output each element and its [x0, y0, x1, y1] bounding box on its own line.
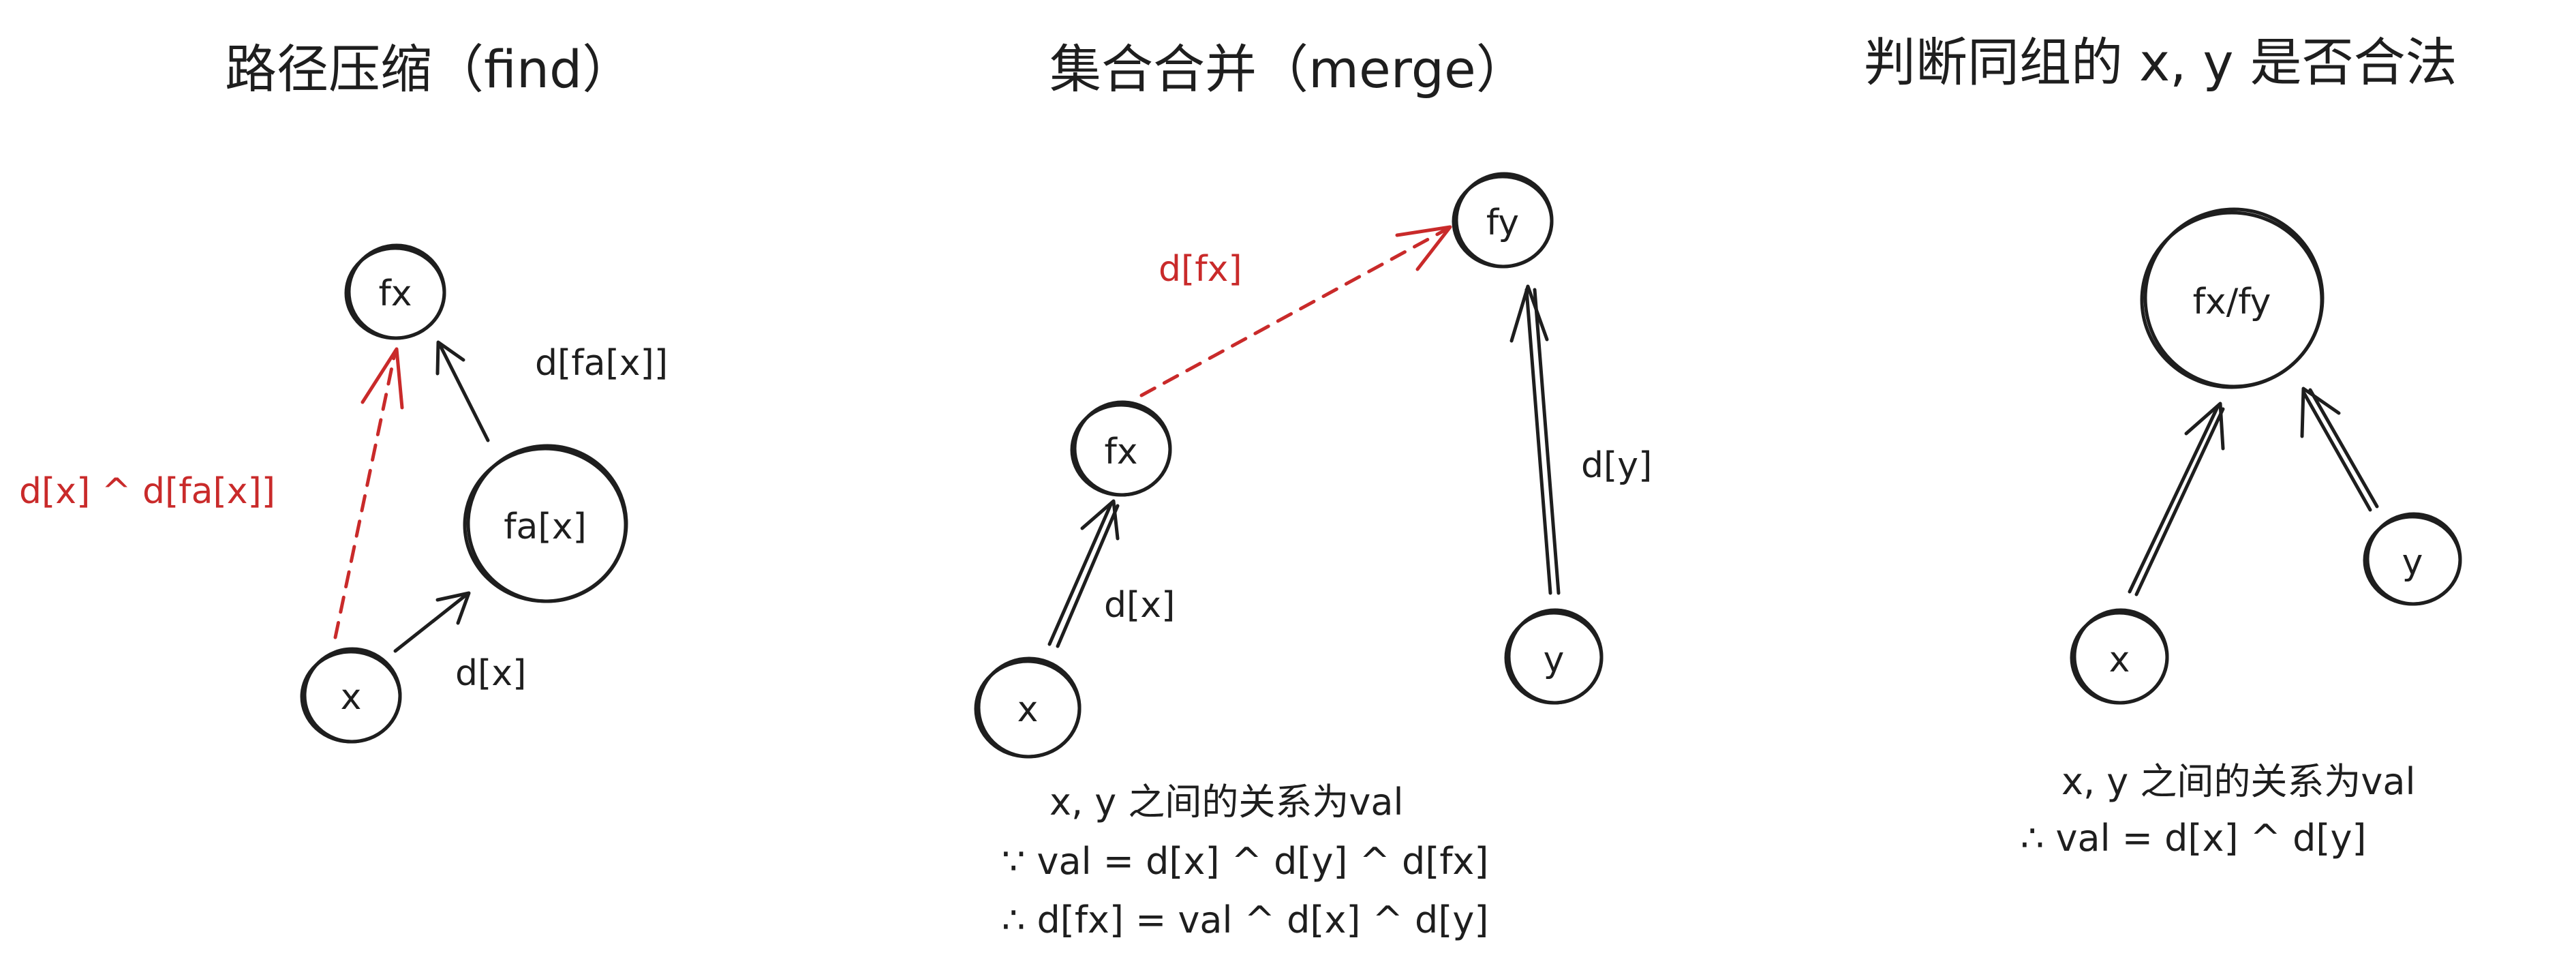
arrow-fx-to-fy	[1139, 225, 1452, 397]
node-y-merge: y	[1504, 608, 1604, 705]
node-y-check-label: y	[2402, 542, 2423, 583]
check-note-1: x, y 之间的关系为val	[2061, 760, 2415, 803]
node-fy-label: fy	[1486, 202, 1519, 243]
node-fx-merge-label: fx	[1104, 432, 1137, 472]
merge-note-1: x, y 之间的关系为val	[1049, 781, 1403, 823]
label-d-fa-x: d[fa[x]]	[535, 343, 668, 384]
node-fx-fy-label: fx/fy	[2193, 282, 2271, 322]
label-d-y: d[y]	[1581, 445, 1652, 486]
node-x-merge: x	[974, 656, 1082, 759]
node-fy: fy	[1452, 172, 1554, 269]
panel-find: 路径压缩（find） fx fa[x] x d[fa[x]]	[19, 39, 668, 744]
arrow-x-to-fx-merge	[1047, 499, 1120, 648]
node-x-label: x	[341, 677, 362, 718]
panel-check: 判断同组的 x, y 是否合法 fx/fy x y	[1864, 32, 2462, 860]
label-d-x-xor-d-fa-x: d[x] ^ d[fa[x]]	[19, 471, 275, 512]
panel-merge: 集合合并（merge） fy fx x y	[974, 39, 1652, 941]
node-x-check-label: x	[2109, 639, 2130, 680]
node-fx-label: fx	[378, 273, 412, 314]
panel-find-title: 路径压缩（find）	[225, 39, 634, 100]
node-y-merge-label: y	[1544, 639, 1565, 680]
arrow-y-to-root	[2300, 387, 2379, 512]
arrow-x-to-root	[2128, 402, 2225, 596]
arrow-y-to-fy	[1509, 284, 1561, 595]
arrow-x-to-fx-compressed	[333, 347, 404, 639]
merge-note-2: ∵ val = d[x] ^ d[y] ^ d[fx]	[1002, 840, 1488, 883]
panel-merge-title: 集合合并（merge）	[1049, 39, 1528, 100]
label-d-x: d[x]	[455, 653, 526, 694]
label-d-x-merge: d[x]	[1104, 585, 1175, 626]
node-fa-x: fa[x]	[463, 444, 628, 603]
node-fx: fx	[344, 243, 446, 340]
node-x-merge-label: x	[1017, 689, 1039, 730]
arrow-x-to-fa	[393, 591, 471, 653]
panel-check-title: 判断同组的 x, y 是否合法	[1864, 32, 2457, 93]
merge-note-3: ∴ d[fx] = val ^ d[x] ^ d[y]	[1002, 898, 1488, 941]
label-d-fx: d[fx]	[1159, 249, 1242, 290]
arrow-fa-to-fx	[435, 340, 490, 442]
node-fx-fy: fx/fy	[2140, 207, 2325, 389]
check-note-2: ∴ val = d[x] ^ d[y]	[2021, 817, 2366, 860]
node-x-check: x	[2070, 608, 2169, 705]
node-y-check: y	[2363, 512, 2462, 606]
node-fx-merge: fx	[1070, 400, 1172, 497]
node-fa-x-label: fa[x]	[504, 506, 587, 547]
node-x: x	[300, 647, 402, 744]
